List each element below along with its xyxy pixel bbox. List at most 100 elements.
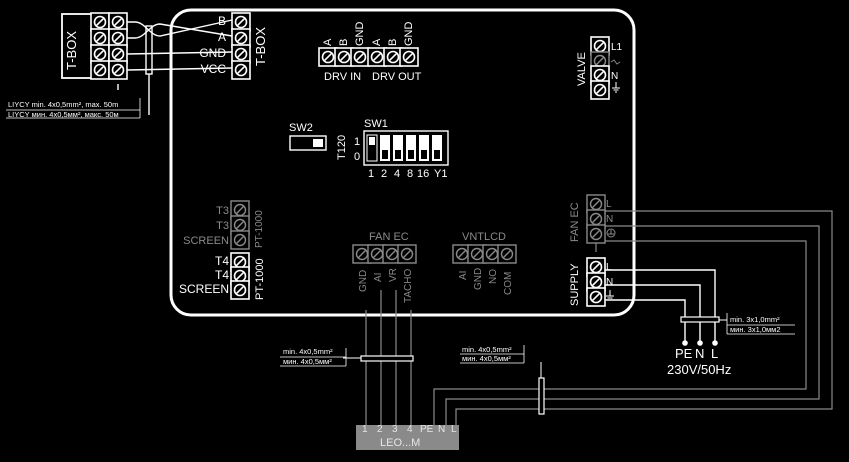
tbox-pin-vcc: VCC bbox=[201, 62, 227, 76]
drv-in-pin-a: A bbox=[322, 38, 334, 46]
t4-terminal-block: T4 T4 SCREEN PT-1000 bbox=[179, 252, 266, 300]
leo-pin-l: L bbox=[451, 424, 457, 435]
vntlcd-terminal-block: VNTLCD AI GND NO COM bbox=[452, 231, 517, 295]
sw1-row-on: 1 bbox=[354, 136, 360, 148]
cable-spec-fan: min. 4x0,5mm² мин. 4x0,5мм² bbox=[280, 347, 347, 367]
leo-cable-clamp bbox=[538, 362, 545, 415]
mains-pe: PE bbox=[675, 346, 693, 361]
sw2-switch: SW2 T120 bbox=[289, 122, 348, 160]
vntlcd-pin-com: COM bbox=[503, 272, 514, 295]
drv-out-pin-a: A bbox=[371, 38, 383, 46]
tbox-terminal-block: B A GND VCC T-BOX bbox=[199, 12, 268, 80]
fan-ec-right-pin-n: N bbox=[606, 214, 613, 225]
drv-out-pin-b: B bbox=[387, 39, 399, 46]
tbox-pin-gnd: GND bbox=[199, 46, 226, 60]
leo-pin-3: 3 bbox=[392, 424, 398, 435]
cable-spec-leo: min. 4x0,5mm² мин. 4x0,5мм² bbox=[460, 345, 525, 364]
ground-icon bbox=[612, 82, 620, 93]
tbox-pin-a: A bbox=[218, 30, 226, 44]
mains-l: L bbox=[711, 346, 718, 361]
fan-ec-right-pin-l: L bbox=[606, 199, 612, 210]
supply-label: SUPPLY bbox=[569, 263, 581, 306]
fan-ec-pin-vr: VR bbox=[388, 268, 399, 282]
fan-ec-pin-ai: AI bbox=[373, 273, 384, 282]
supply-wires bbox=[605, 269, 716, 342]
leo-pin-n: N bbox=[438, 424, 445, 435]
valve-pin-l1: L1 bbox=[611, 42, 623, 53]
sw1-pos-4: 4 bbox=[394, 168, 400, 180]
sw1-levers bbox=[366, 134, 442, 162]
sw1-dip-switch: SW1 1 0 1 2 4 8 16 Y1 bbox=[354, 118, 449, 180]
supply-pin-n: N bbox=[606, 277, 613, 288]
t3-terminal-block: T3 T3 SCREEN PT-1000 bbox=[183, 200, 265, 250]
t3-pin-1: T3 bbox=[216, 205, 229, 217]
t3-pin-2: T3 bbox=[216, 220, 229, 232]
cable-spec-leo-line2: мин. 4x0,5мм² bbox=[462, 354, 511, 363]
leo-label: LEO...M bbox=[380, 437, 420, 449]
fan-ec-label: FAN EC bbox=[369, 231, 409, 243]
cable-spec-supply: min. 3x1,0mm² мин. 3x1,0мм2 bbox=[726, 313, 795, 335]
tbox-device: T-BOX bbox=[61, 12, 128, 80]
leo-pin-2: 2 bbox=[377, 424, 383, 435]
cable-spec-supply-line2: мин. 3x1,0мм2 bbox=[730, 325, 781, 334]
sw1-pos-16: 16 bbox=[417, 168, 429, 180]
controller-board bbox=[169, 8, 636, 317]
drv-in-label: DRV IN bbox=[324, 71, 361, 83]
sw1-label: SW1 bbox=[364, 118, 388, 130]
valve-terminal-block: VALVE L1 N bbox=[576, 36, 623, 100]
t3-pin-screen: SCREEN bbox=[183, 235, 229, 247]
sw2-slider bbox=[289, 135, 327, 151]
drv-out-label: DRV OUT bbox=[372, 71, 422, 83]
ground-icon bbox=[606, 290, 614, 301]
sw1-pos-2: 2 bbox=[381, 168, 387, 180]
tbox-wires bbox=[117, 19, 233, 115]
t4-pin-2: T4 bbox=[215, 268, 229, 282]
cable-spec-tbox-line2: LIYCY мин. 4x0,5мм², макс. 50м bbox=[8, 110, 119, 119]
valve-pin-n: N bbox=[611, 71, 618, 82]
t4-label: PT-1000 bbox=[254, 258, 266, 300]
cable-spec-fan-line2: мин. 4x0,5мм² bbox=[283, 357, 332, 366]
leo-pin-1: 1 bbox=[362, 424, 368, 435]
vntlcd-pin-gnd: GND bbox=[473, 268, 484, 290]
fan-ec-right-label: FAN EC bbox=[569, 202, 581, 242]
earth-icon bbox=[606, 228, 616, 238]
drv-terminal-block: A B GND A B GND DRV IN DRV OUT bbox=[318, 22, 422, 83]
t4-pin-screen: SCREEN bbox=[179, 282, 229, 296]
phase-icon bbox=[610, 59, 621, 65]
fan-cable-clamp bbox=[343, 355, 414, 362]
fan-ec-pin-tacho: TACHO bbox=[403, 269, 414, 303]
leo-pin-4: 4 bbox=[407, 424, 413, 435]
sw1-row-off: 0 bbox=[354, 151, 360, 163]
sw1-pos-8: 8 bbox=[407, 168, 413, 180]
fan-ec-pin-gnd: GND bbox=[358, 270, 369, 292]
sw1-pos-1: 1 bbox=[368, 168, 374, 180]
sw1-pos-y1: Y1 bbox=[434, 168, 447, 180]
sw2-sub-label: T120 bbox=[336, 135, 348, 160]
fan-ec-right-terminal-block: FAN EC L N bbox=[569, 194, 616, 244]
supply-cable-clamp bbox=[680, 316, 727, 323]
mains-rating: 230V/50Hz bbox=[667, 362, 731, 377]
leo-device: 1 2 3 4 PE N L LEO...M bbox=[356, 424, 459, 450]
fan-ec-terminal-block: FAN EC GND AI VR TACHO bbox=[352, 231, 417, 303]
valve-label: VALVE bbox=[576, 52, 588, 86]
drv-in-pin-gnd: GND bbox=[354, 22, 366, 47]
vntlcd-pin-ai: AI bbox=[458, 271, 469, 280]
mains-n: N bbox=[695, 346, 704, 361]
cable-spec-fan-line1: min. 4x0,5mm² bbox=[283, 347, 333, 356]
sw2-label: SW2 bbox=[289, 122, 313, 134]
tbox-pin-b: B bbox=[218, 14, 226, 28]
tbox-device-label: T-BOX bbox=[64, 31, 79, 70]
vntlcd-label: VNTLCD bbox=[462, 231, 506, 243]
cable-spec-tbox: LIYCY min. 4x0,5mm², max. 50m LIYCY мин.… bbox=[6, 98, 141, 119]
tbox-board-label: T-BOX bbox=[253, 27, 268, 66]
mains-terminals: PE N L 230V/50Hz bbox=[667, 340, 731, 377]
cable-spec-supply-line1: min. 3x1,0mm² bbox=[730, 315, 780, 324]
t3-label: PT-1000 bbox=[254, 210, 265, 248]
vntlcd-pin-no: NO bbox=[488, 269, 499, 284]
t4-pin-1: T4 bbox=[215, 254, 229, 268]
cable-spec-leo-line1: min. 4x0,5mm² bbox=[462, 345, 512, 354]
drv-in-pin-b: B bbox=[338, 39, 350, 46]
leo-power-wires bbox=[433, 210, 833, 425]
supply-terminal-block: SUPPLY L N bbox=[569, 257, 614, 307]
